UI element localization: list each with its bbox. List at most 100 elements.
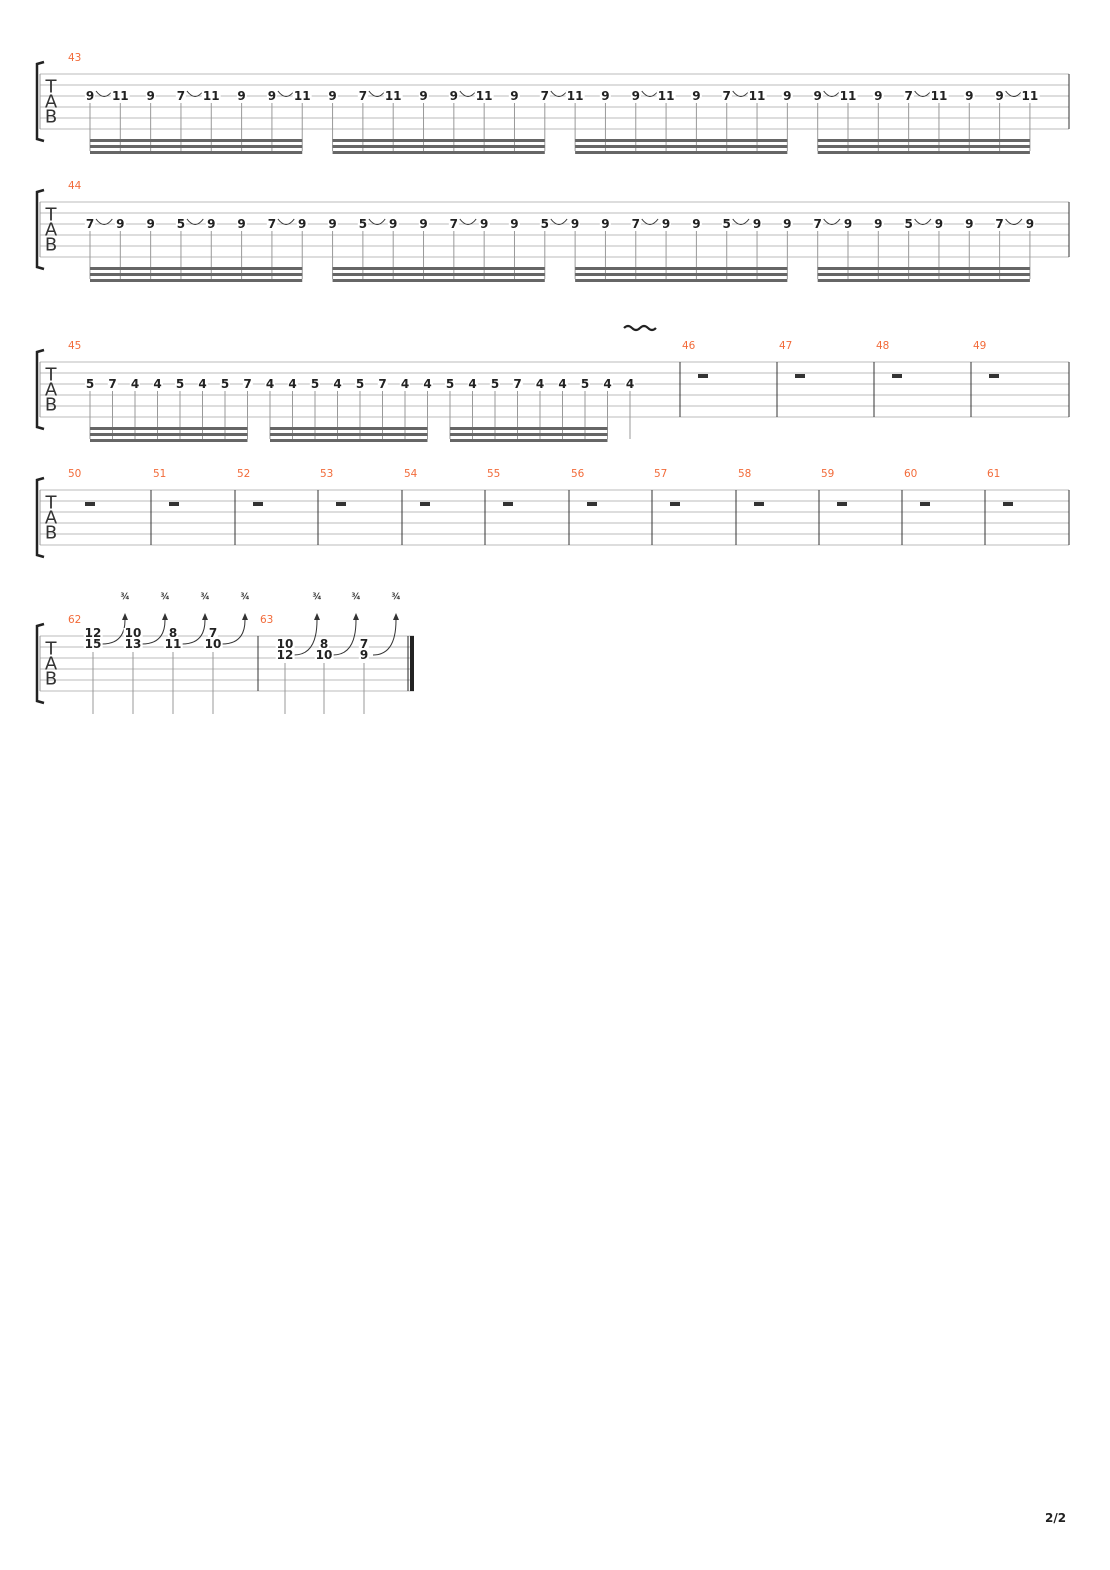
measure-number: 53 <box>320 467 334 480</box>
bend-curve <box>101 619 126 645</box>
measure-number: 49 <box>973 339 987 352</box>
sixteenth-beam <box>90 151 303 154</box>
fret-number: 7 <box>266 217 278 231</box>
fret-number: 4 <box>197 377 208 391</box>
fret-number: 4 <box>467 377 478 391</box>
page-number: 2/2 <box>1045 1511 1067 1525</box>
sixteenth-beam <box>575 151 788 154</box>
fret-number: 9 <box>236 217 247 231</box>
measure-number: 57 <box>654 467 668 480</box>
sixteenth-beam <box>817 273 1030 276</box>
fret-number: 9 <box>782 217 793 231</box>
fret-number: 9 <box>569 217 581 231</box>
fret-number: 9 <box>327 89 338 103</box>
system-bracket <box>35 188 45 271</box>
fret-number: 9 <box>630 89 641 103</box>
rest-symbol <box>1003 502 1013 506</box>
sixteenth-beam <box>332 267 545 270</box>
fret-number: 9 <box>145 89 156 103</box>
fret-number: 8 <box>318 637 330 651</box>
tab-clef-letter: A <box>44 91 58 113</box>
fret-number: 5 <box>721 217 732 231</box>
fret-number: 11 <box>292 89 312 103</box>
fret-number: 9 <box>509 89 520 103</box>
fret-number: 4 <box>557 377 568 391</box>
hammer-on-slur <box>459 218 477 225</box>
fret-number: 9 <box>600 217 611 231</box>
fret-number: 11 <box>747 89 767 103</box>
fret-number: 5 <box>539 217 550 231</box>
sixteenth-beam <box>450 433 608 436</box>
fret-number: 4 <box>534 377 546 391</box>
fret-number: 10 <box>203 637 223 651</box>
sixteenth-beam <box>332 145 545 148</box>
fret-number: 5 <box>579 377 591 391</box>
sixteenth-beam <box>817 279 1030 282</box>
fret-number: 11 <box>474 89 494 103</box>
rest-symbol <box>503 502 513 506</box>
fret-number: 7 <box>107 377 118 391</box>
fret-number: 9 <box>933 217 945 231</box>
hammer-on-slur <box>550 218 568 225</box>
sixteenth-beam <box>817 267 1030 270</box>
measure-number: 44 <box>68 179 82 192</box>
sixteenth-beam <box>450 427 608 430</box>
sixteenth-beam <box>90 439 248 442</box>
tab-clef-letter: A <box>44 379 58 401</box>
hammer-on-slur <box>95 218 113 225</box>
bend-arrow-icon <box>353 613 359 620</box>
fret-number: 9 <box>964 89 975 103</box>
measure-number: 52 <box>237 467 251 480</box>
fret-number: 5 <box>357 217 369 231</box>
measure-number: 54 <box>404 467 418 480</box>
fret-number: 7 <box>994 217 1005 231</box>
hammer-on-slur <box>368 218 386 225</box>
hammer-on-slur <box>1005 218 1023 225</box>
sixteenth-beam <box>575 273 788 276</box>
sixteenth-beam <box>575 279 788 282</box>
sixteenth-beam <box>332 273 545 276</box>
hammer-on-slur <box>732 90 750 97</box>
tab-clef-letter: B <box>44 522 58 544</box>
fret-number: 5 <box>174 377 186 391</box>
tab-clef-letter: A <box>44 653 58 675</box>
measure-number: 47 <box>779 339 793 352</box>
fret-number: 4 <box>624 377 636 391</box>
sixteenth-beam <box>270 439 428 442</box>
sixteenth-beam <box>90 139 303 142</box>
rest-symbol <box>795 374 805 378</box>
fret-number: 9 <box>327 217 338 231</box>
vibrato-mark <box>623 324 657 332</box>
hammer-on-slur <box>641 218 659 225</box>
fret-number: 9 <box>691 217 702 231</box>
fret-number: 7 <box>539 89 550 103</box>
sixteenth-beam <box>817 151 1030 154</box>
bend-amount: ¾ <box>120 592 130 603</box>
fret-number: 9 <box>115 217 126 231</box>
hammer-on-slur <box>732 218 750 225</box>
tab-clef-letter: T <box>45 638 57 660</box>
rest-symbol <box>85 502 95 506</box>
fret-number: 9 <box>84 89 96 103</box>
hammer-on-slur <box>459 90 477 97</box>
rest-symbol <box>169 502 179 506</box>
fret-number: 5 <box>84 377 96 391</box>
hammer-on-slur <box>550 90 568 97</box>
fret-number: 11 <box>1020 89 1040 103</box>
fret-number: 4 <box>422 377 433 391</box>
sixteenth-beam <box>90 279 303 282</box>
fret-number: 9 <box>842 217 854 231</box>
sixteenth-beam <box>575 139 788 142</box>
sixteenth-beam <box>817 139 1030 142</box>
sixteenth-beam <box>450 439 608 442</box>
fret-number: 11 <box>929 89 949 103</box>
measure-number: 56 <box>571 467 585 480</box>
hammer-on-slur <box>186 218 204 225</box>
system-bracket <box>35 60 45 143</box>
bend-curve <box>332 619 357 656</box>
fret-number: 9 <box>994 89 1005 103</box>
bend-arrow-icon <box>242 613 248 620</box>
fret-number: 5 <box>309 377 321 391</box>
fret-number: 7 <box>812 217 823 231</box>
sixteenth-beam <box>270 433 428 436</box>
